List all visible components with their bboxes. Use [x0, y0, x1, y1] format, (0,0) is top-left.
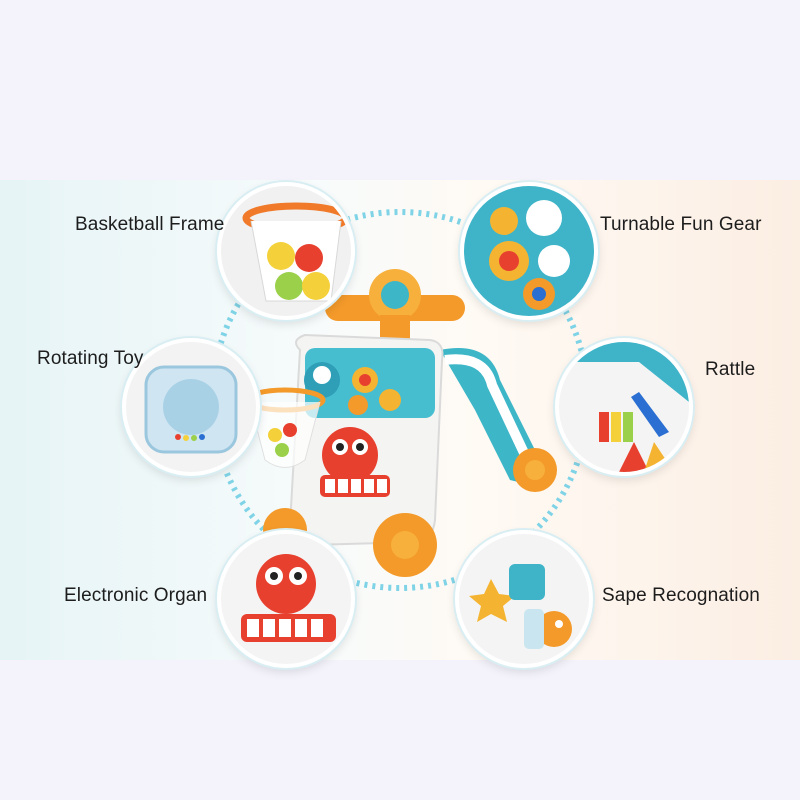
background-bottom [0, 660, 800, 800]
electronic-organ-bubble [217, 530, 355, 668]
label-rattle: Rattle [705, 359, 756, 380]
baby-walker-image [230, 260, 590, 620]
rotating-toy-bubble [122, 338, 260, 476]
label-turnable-fun-gear: Turnable Fun Gear [600, 214, 762, 235]
label-basketball-frame: Basketball Frame [75, 214, 225, 235]
label-rotating-toy: Rotating Toy [37, 348, 144, 369]
rattle-bubble [555, 338, 693, 476]
shape-recognition-bubble [455, 530, 593, 668]
basketball-frame-bubble [217, 182, 355, 320]
label-shape-recognition: Sape Recognation [602, 585, 760, 606]
turnable-fun-gear-bubble [460, 182, 598, 320]
label-electronic-organ: Electronic Organ [64, 585, 208, 606]
